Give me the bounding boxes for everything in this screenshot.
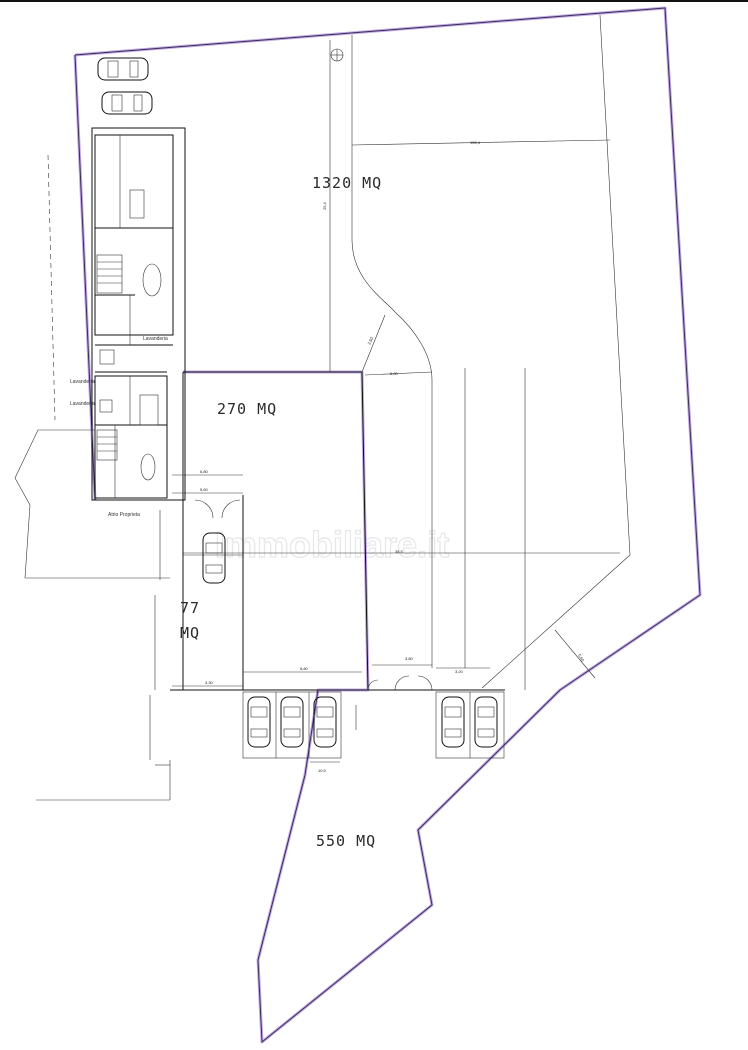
room-label: Atrio Proprieta [108, 512, 140, 518]
svg-text:6,80: 6,80 [200, 469, 209, 474]
bath-icon [99, 349, 115, 365]
lot-77: 3,30 77 MQ 3,80 3,20 [36, 499, 464, 801]
svg-text:2,60: 2,60 [366, 336, 374, 346]
car-icon [474, 696, 498, 748]
area-label-77-unit: MQ [180, 624, 200, 642]
area-label-270: 270 MQ [217, 400, 277, 418]
neighbor-outline [14, 154, 170, 579]
lot-1320: 155,4 25,4 6,80 2,60 38,5 5,60 1320 MQ [183, 14, 631, 691]
svg-text:155,4: 155,4 [470, 140, 481, 145]
lot-270: 6,80 5,60 8,80 270 MQ [170, 372, 368, 691]
svg-text:25,4: 25,4 [322, 201, 327, 210]
table-icon [142, 263, 162, 297]
car-icon [313, 696, 337, 748]
car-icons [97, 57, 498, 748]
room-label: Lavanderia [70, 401, 95, 407]
area-label-1320: 1320 MQ [312, 174, 382, 192]
room-label: Lavanderia [70, 379, 95, 385]
svg-text:3,30: 3,30 [205, 680, 214, 685]
svg-text:8,80: 8,80 [300, 666, 309, 671]
car-icon [97, 57, 149, 81]
room-label: Lavanderia [143, 336, 168, 342]
car-icon [101, 91, 153, 115]
area-label-550: 550 MQ [316, 832, 376, 850]
bath-icon [99, 399, 113, 413]
lot-550: 10,5 550 MQ [310, 689, 505, 850]
watermark: Immobiliare.it [215, 524, 449, 565]
svg-text:3,20: 3,20 [455, 669, 464, 674]
car-icon [441, 696, 465, 748]
kitchen-icon [139, 394, 159, 426]
parking-spaces [242, 691, 505, 759]
car-icon [247, 696, 271, 748]
svg-text:5,60: 5,60 [577, 653, 586, 663]
table-icon [140, 453, 156, 481]
svg-text:5,60: 5,60 [200, 487, 209, 492]
building: Lavanderia Lavanderia Lavanderia Atrio P… [70, 127, 186, 518]
area-label-77-number: 77 [180, 599, 200, 617]
svg-text:10,5: 10,5 [318, 768, 327, 773]
stairs-icon [96, 254, 123, 461]
svg-text:38,5: 38,5 [395, 549, 404, 554]
car-icon [202, 532, 226, 584]
svg-text:3,80: 3,80 [405, 656, 414, 661]
car-icon [280, 696, 304, 748]
table-icon [129, 189, 145, 219]
svg-text:6,80: 6,80 [390, 371, 399, 376]
